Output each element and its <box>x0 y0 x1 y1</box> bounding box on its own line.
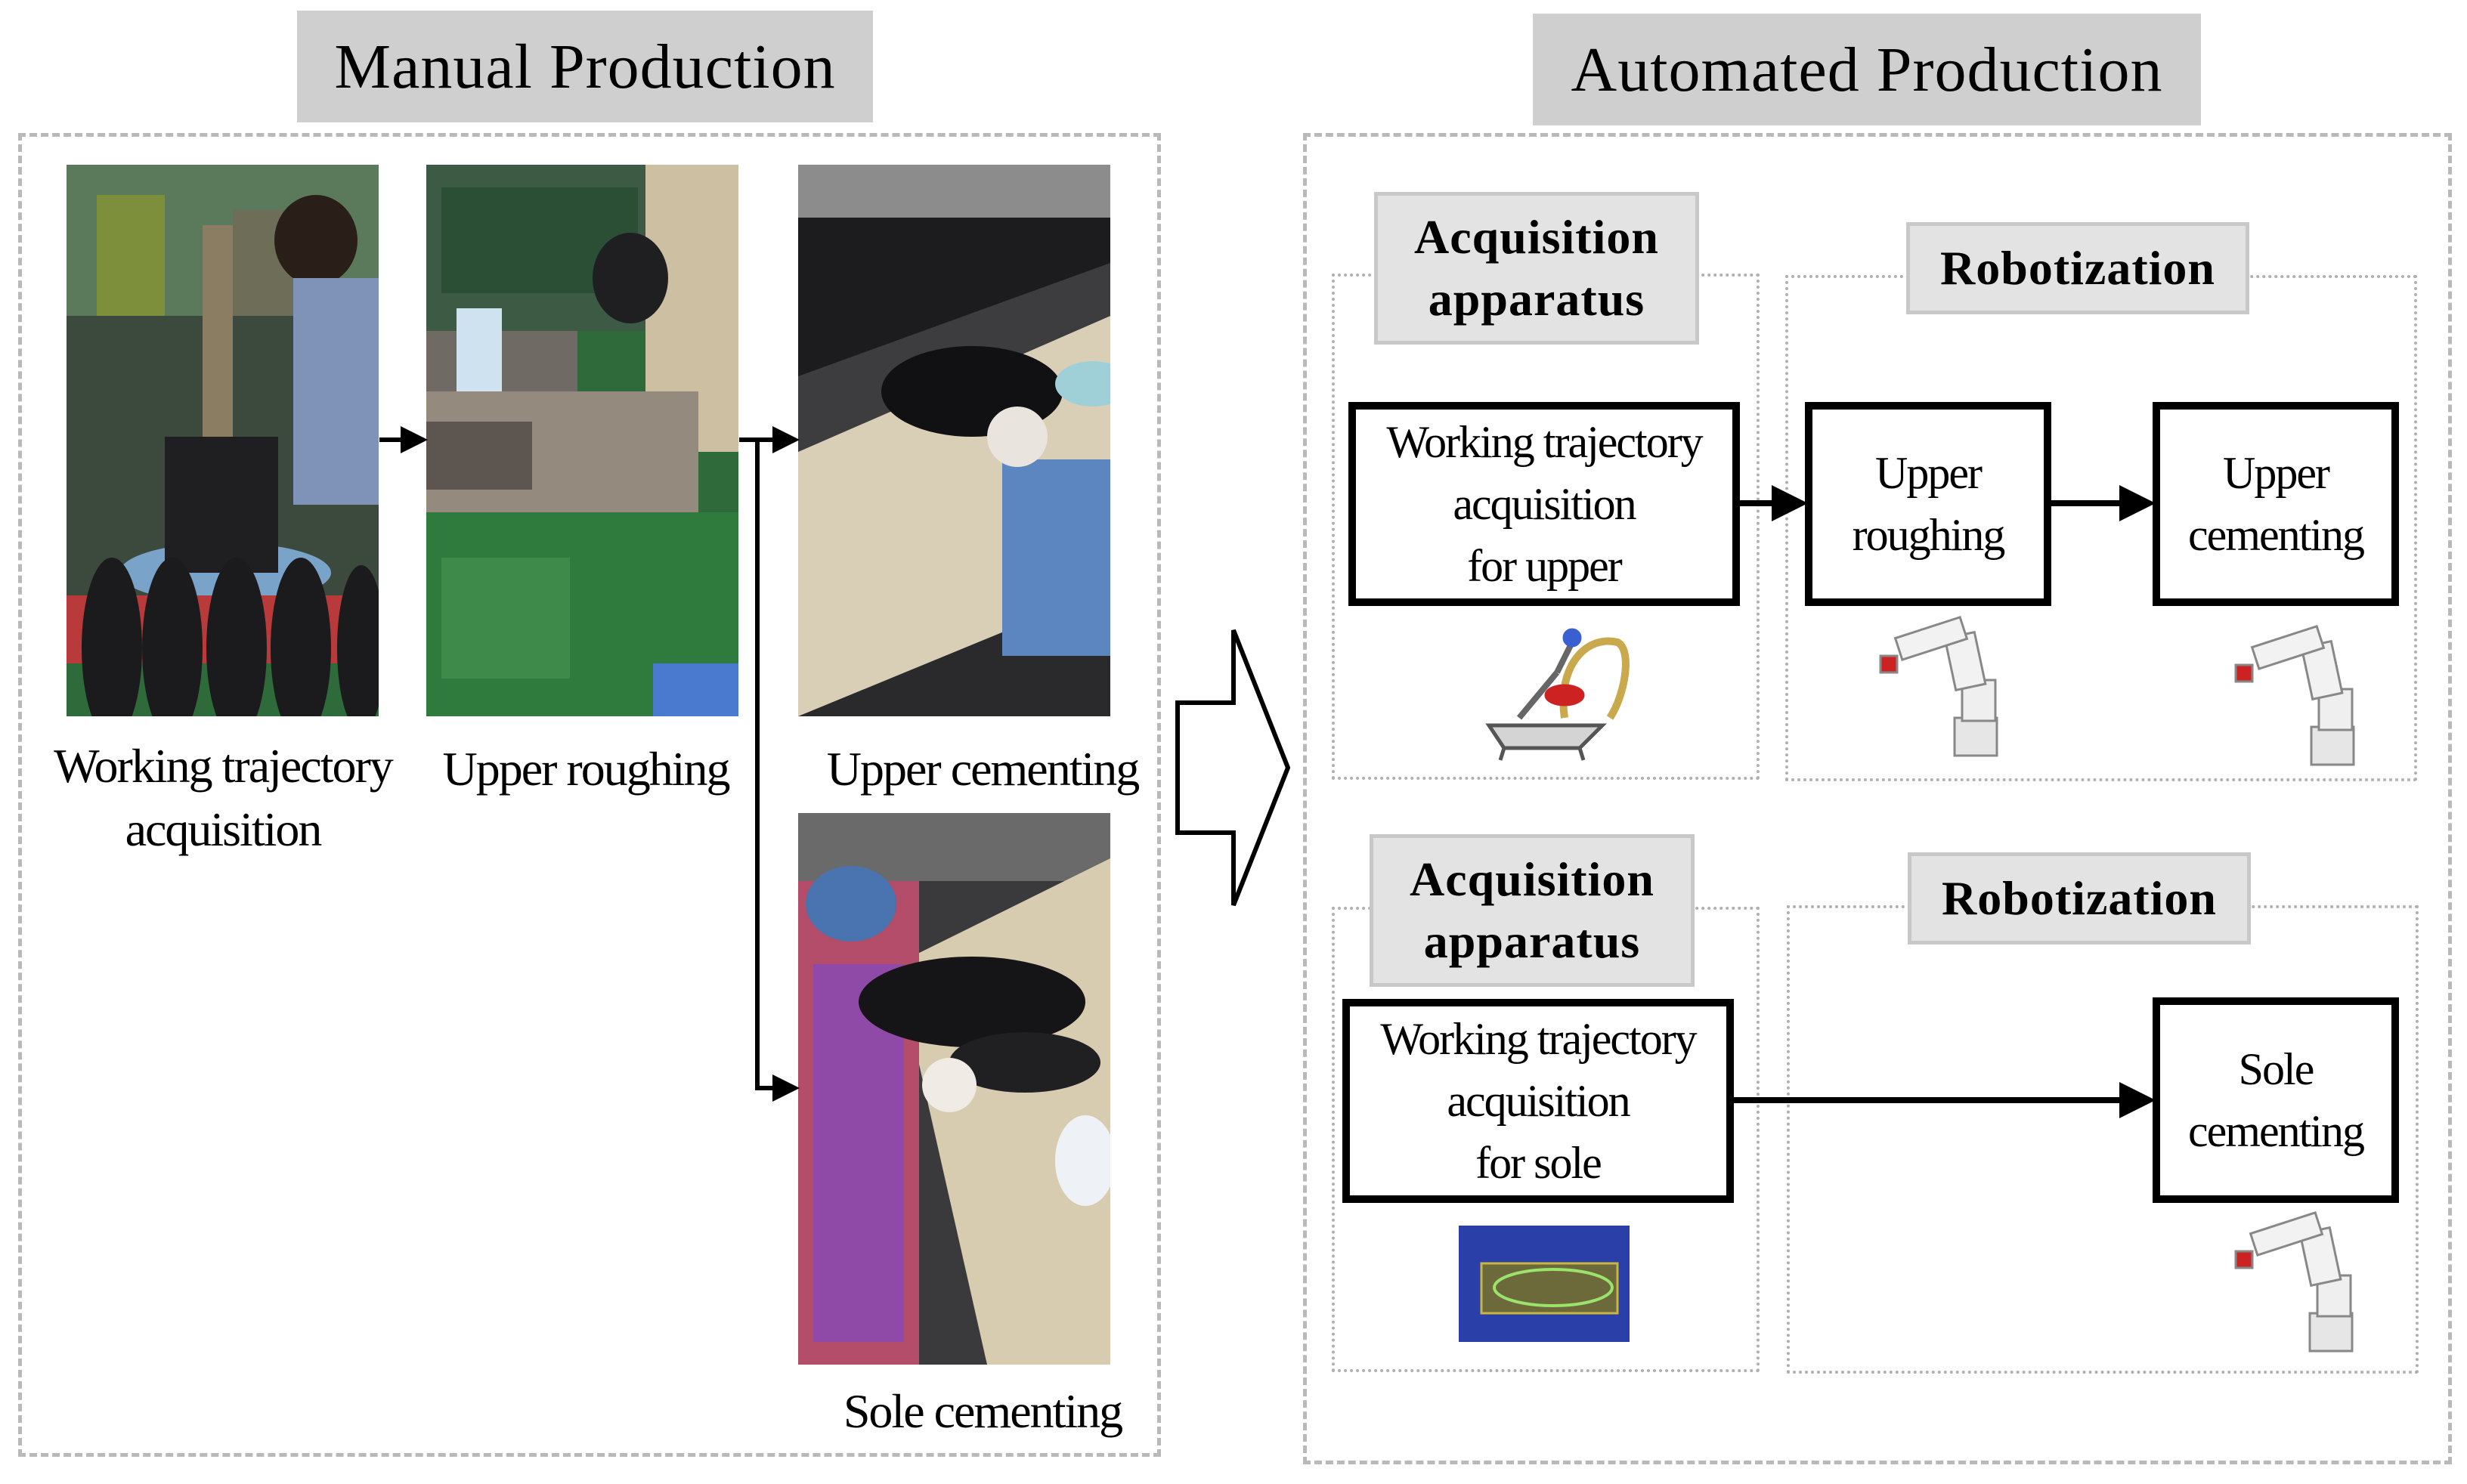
upper-robotization-label: Robotization <box>1906 222 2249 314</box>
box-line: Upper <box>1875 448 1983 498</box>
box-line: Sole <box>2238 1044 2315 1094</box>
label-line: Acquisition <box>1410 852 1654 906</box>
photo-upper-roughing <box>426 165 738 716</box>
box-line: Working trajectory <box>1386 417 1703 467</box>
box-line: acquisition <box>1447 1076 1630 1126</box>
box-upper-roughing: Upper roughing <box>1805 402 2051 606</box>
arrow-branch-to-sole-cementing <box>755 440 800 1102</box>
sole-scan-image <box>1459 1226 1630 1342</box>
label-line: apparatus <box>1428 272 1645 326</box>
label-line: apparatus <box>1423 914 1641 968</box>
box-line: Upper <box>2223 448 2330 498</box>
acquisition-apparatus-illustration <box>1485 628 1630 761</box>
robot-arm-upper-cementing <box>2234 624 2355 766</box>
box-line: roughing <box>1852 510 2006 560</box>
robot-arm-upper-roughing <box>1879 615 1998 757</box>
photo-sole-cementing <box>798 813 1110 1365</box>
caption-upper-cementing: Upper cementing <box>826 742 1141 796</box>
box-line: cementing <box>2188 510 2365 560</box>
caption-line: acquisition <box>125 802 323 856</box>
box-line: for upper <box>1467 541 1623 591</box>
manual-production-panel <box>18 133 1161 1457</box>
automated-production-panel <box>1303 133 2452 1464</box>
box-line: cementing <box>2188 1106 2365 1156</box>
label-line: Acquisition <box>1414 210 1659 264</box>
photo-upper-cementing <box>798 165 1110 716</box>
sole-robotization-label: Robotization <box>1908 852 2251 945</box>
box-line: acquisition <box>1453 479 1636 529</box>
box-upper-cementing: Upper cementing <box>2153 402 2399 606</box>
automated-production-title: Automated Production <box>1533 14 2201 125</box>
box-working-trajectory-sole: Working trajectory acquisition for sole <box>1342 999 1734 1203</box>
box-line: for sole <box>1475 1138 1602 1188</box>
robot-arm-sole-cementing <box>2234 1210 2354 1353</box>
upper-acquisition-apparatus-label: Acquisition apparatus <box>1374 192 1699 345</box>
manual-production-title: Manual Production <box>297 11 873 122</box>
box-sole-cementing: Sole cementing <box>2153 997 2399 1203</box>
caption-sole-cementing: Sole cementing <box>843 1384 1123 1438</box>
caption-upper-roughing: Upper roughing <box>442 742 730 796</box>
caption-working-trajectory-acquisition: Working trajectory acquisition <box>45 734 401 861</box>
photo-working-trajectory-acquisition <box>67 165 379 716</box>
box-line: Working trajectory <box>1380 1014 1697 1064</box>
big-transition-arrow <box>1175 629 1291 907</box>
caption-line: Working trajectory <box>54 739 394 793</box>
sole-acquisition-apparatus-label: Acquisition apparatus <box>1370 834 1695 987</box>
box-working-trajectory-upper: Working trajectory acquisition for upper <box>1348 402 1740 606</box>
